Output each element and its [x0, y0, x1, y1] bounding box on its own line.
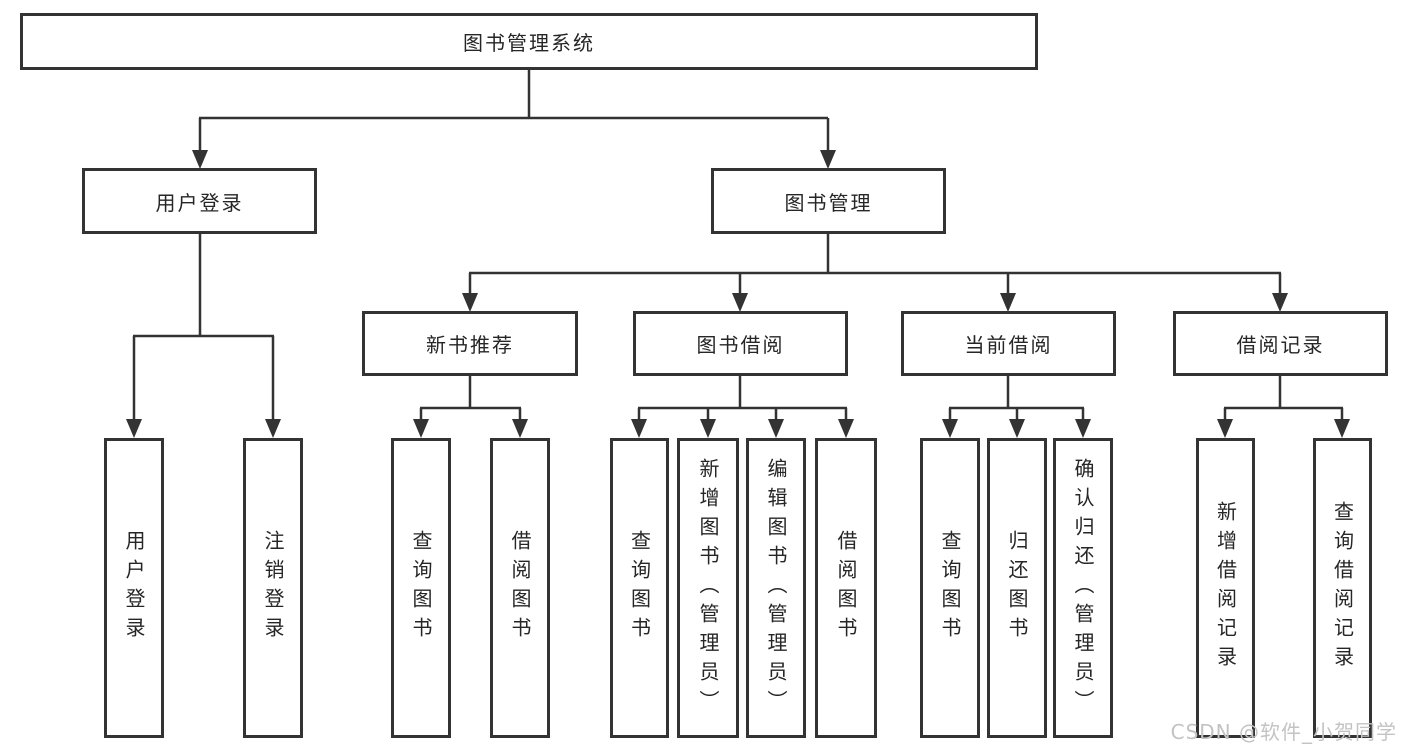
node-borrow-query-books: 查询图书: [610, 438, 669, 738]
node-newbook-query-books: 查询图书: [391, 438, 451, 738]
node-edit-books-admin: 编辑图书（管理员）: [746, 438, 806, 738]
node-query-borrow-record: 查询借阅记录: [1313, 438, 1372, 738]
node-book-management: 图书管理: [711, 168, 946, 234]
node-new-book-recommend: 新书推荐: [362, 311, 578, 376]
node-confirm-return-admin: 确认归还（管理员）: [1053, 438, 1113, 738]
csdn-watermark: CSDN @软件_小贺同学: [1170, 720, 1397, 744]
node-borrow-books: 借阅图书: [815, 438, 877, 738]
node-newbook-borrow-books: 借阅图书: [490, 438, 550, 738]
node-return-books: 归还图书: [987, 438, 1047, 738]
node-logout: 注销登录: [243, 438, 303, 738]
node-borrow-record: 借阅记录: [1173, 311, 1388, 376]
arrowheads: [126, 150, 1350, 438]
node-add-borrow-record: 新增借阅记录: [1196, 438, 1255, 738]
node-current-query-books: 查询图书: [920, 438, 980, 738]
node-current-borrow: 当前借阅: [901, 311, 1116, 376]
node-user-login-leaf: 用户登录: [104, 438, 164, 738]
node-book-borrow: 图书借阅: [633, 311, 848, 376]
node-add-books-admin: 新增图书（管理员）: [677, 438, 739, 738]
node-user-login: 用户登录: [82, 168, 317, 234]
node-root: 图书管理系统: [20, 13, 1038, 70]
